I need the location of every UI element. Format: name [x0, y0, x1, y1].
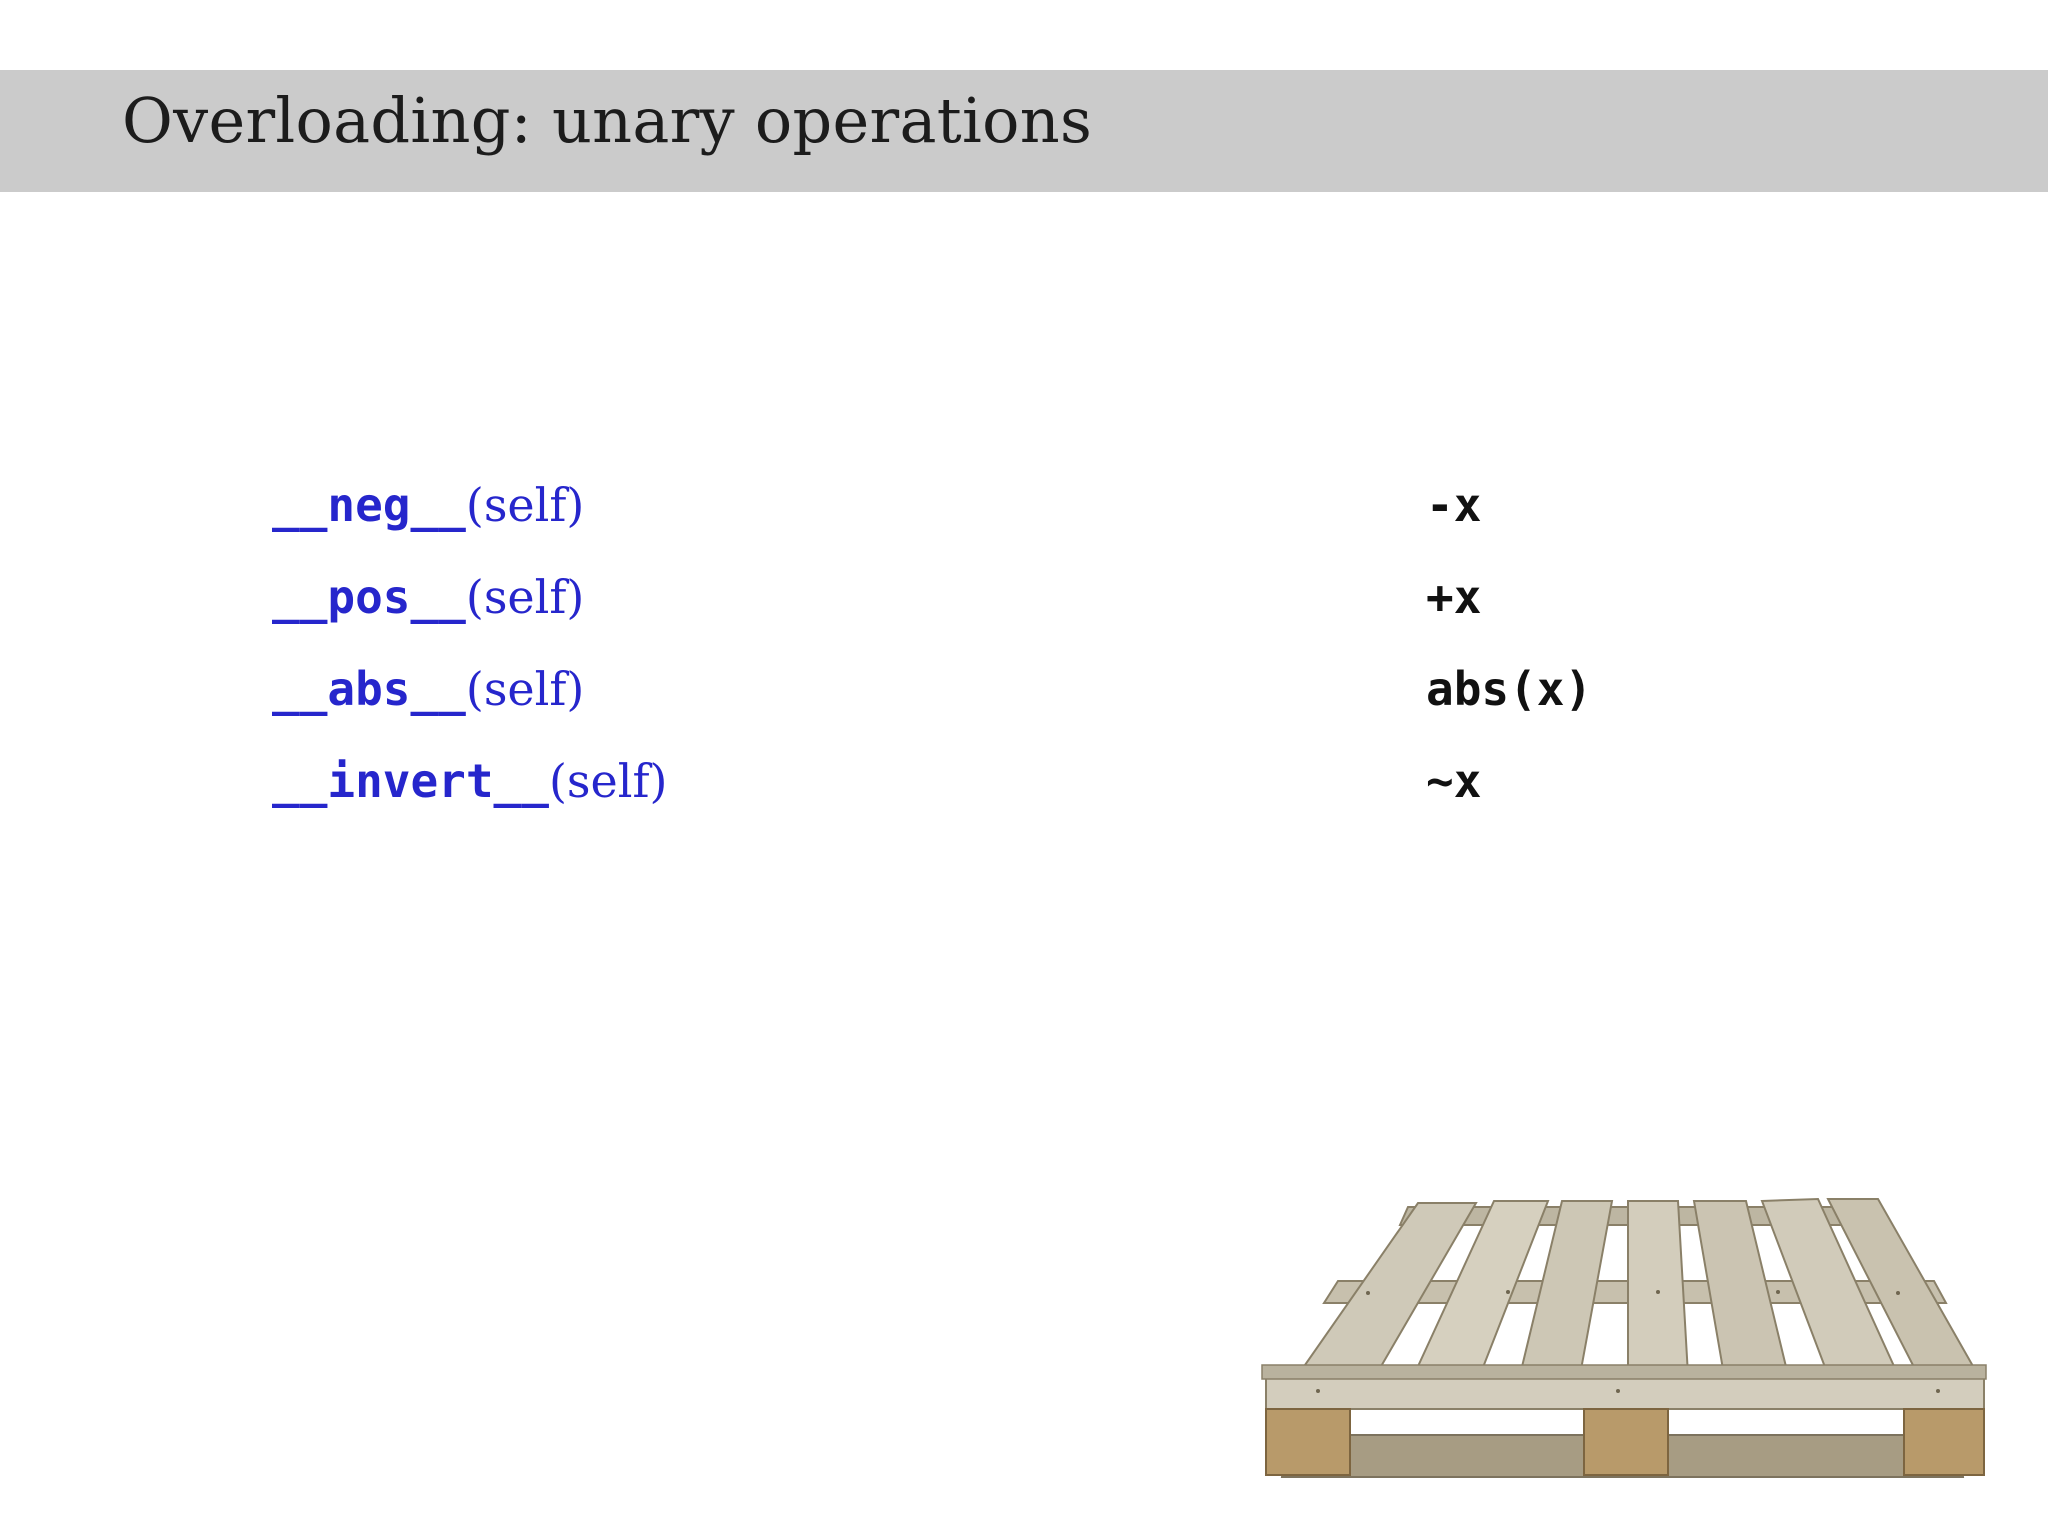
operator-expression: ~x [1426, 754, 1482, 808]
method-signature: __pos__(self) [272, 562, 584, 632]
method-signature: __abs__(self) [272, 654, 584, 724]
wooden-pallet-icon [1261, 1197, 1987, 1478]
method-signature: __invert__(self) [272, 746, 667, 816]
method-name: __pos__ [272, 570, 466, 624]
method-args: (self) [465, 662, 585, 716]
slide-title: Overloading: unary operations [122, 84, 1093, 157]
method-name: __abs__ [272, 662, 466, 716]
operator-expression: abs(x) [1426, 662, 1593, 716]
operation-row-abs: __abs__(self) abs(x) [0, 654, 2048, 746]
operator-expression: -x [1426, 478, 1482, 532]
method-name: __invert__ [272, 754, 549, 808]
operation-row-invert: __invert__(self) ~x [0, 746, 2048, 838]
method-name: __neg__ [272, 478, 466, 532]
method-args: (self) [465, 478, 585, 532]
method-args: (self) [465, 570, 585, 624]
operation-row-pos: __pos__(self) +x [0, 562, 2048, 654]
operation-row-neg: __neg__(self) -x [0, 470, 2048, 562]
operator-expression: +x [1426, 570, 1482, 624]
method-signature: __neg__(self) [272, 470, 584, 540]
method-args: (self) [548, 754, 668, 808]
title-bar [0, 70, 2048, 192]
